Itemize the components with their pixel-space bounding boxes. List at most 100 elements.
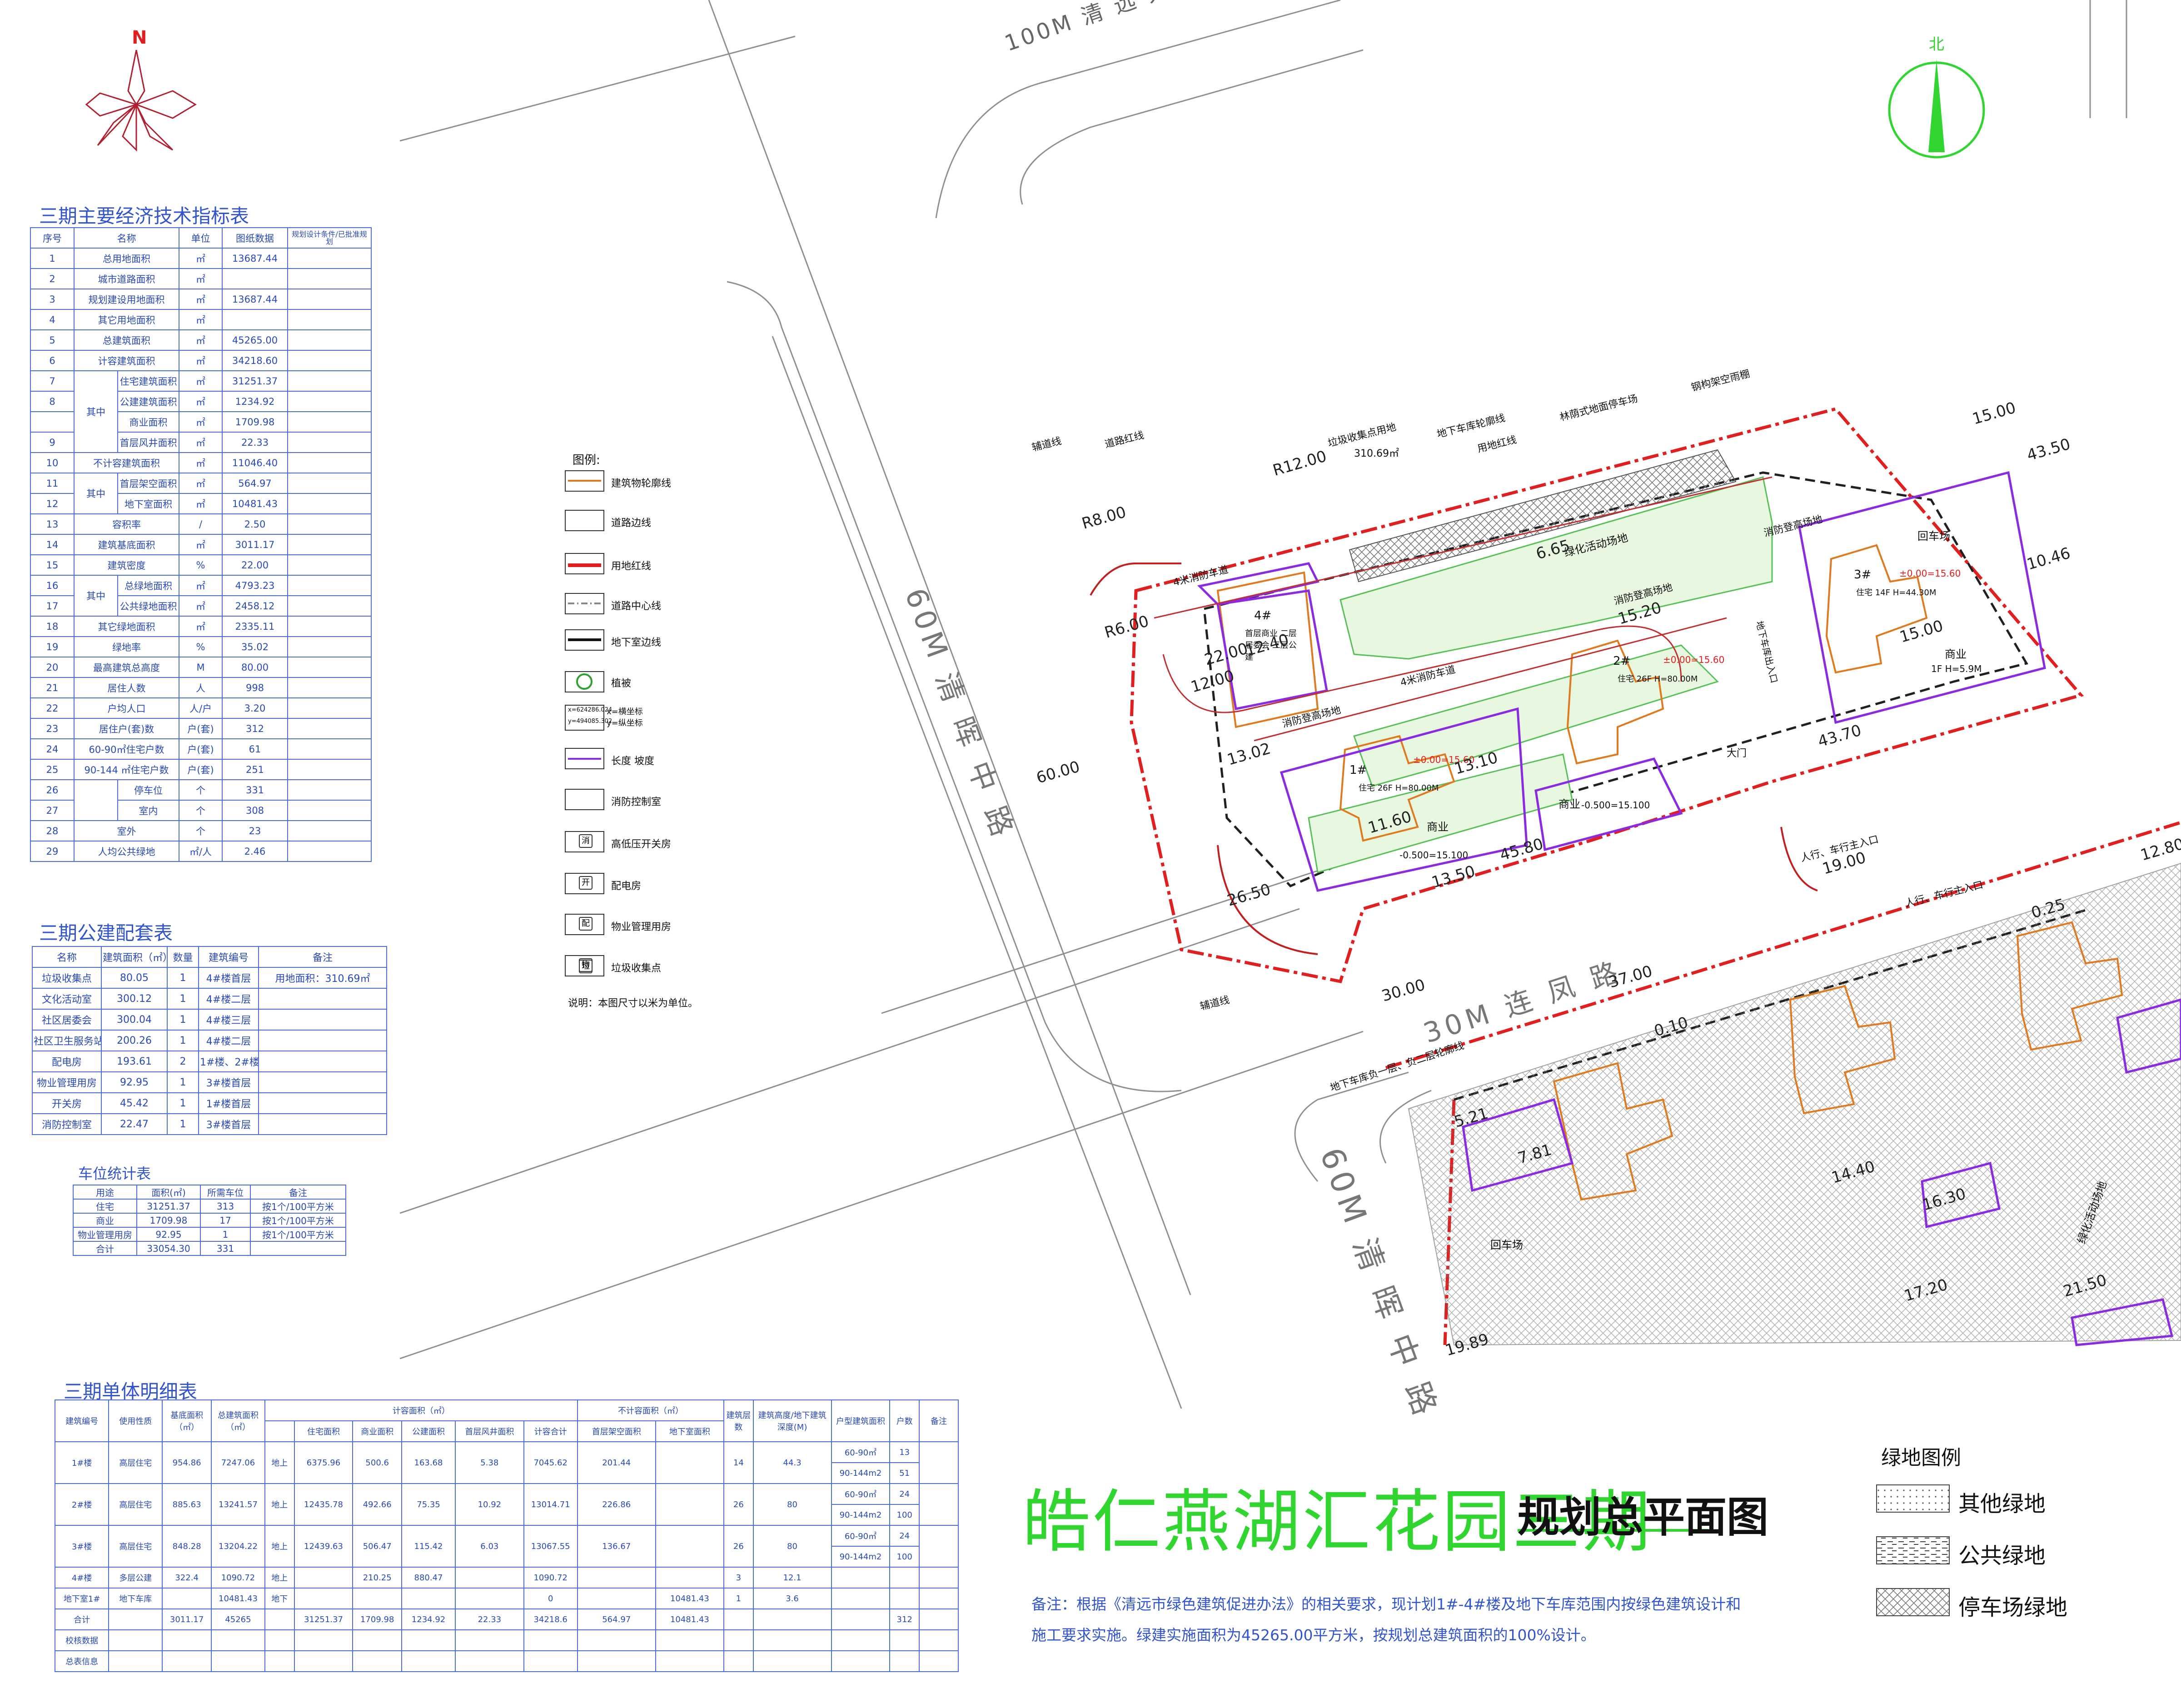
t1-cell-unit: ㎡ — [179, 534, 223, 555]
t1-cell-name: 总建筑面积 — [74, 329, 179, 351]
t3-cell: 12.1 — [752, 1567, 832, 1588]
t3-header-row: 住宅面积商业面积公建面积首层风井面积计容合计首层架空面积地下室面积 — [55, 1420, 958, 1442]
building-3-info: 住宅 14F H=44.30M — [1856, 588, 1937, 598]
t1-cell-unit: ㎡/人 — [179, 841, 223, 862]
t1-cell-num: 26 — [30, 779, 75, 801]
t1-cell-value: 3011.17 — [222, 534, 288, 555]
t2-cell: 300.12 — [101, 988, 168, 1010]
t1-cell-name: 商业面积 — [117, 411, 179, 433]
t1-cell-name: 最高建筑总高度 — [74, 657, 179, 678]
t3-cell — [210, 1650, 266, 1672]
legend-icon-3: 配 — [579, 917, 593, 931]
t2-cell: 物业管理用房 — [32, 1071, 102, 1093]
t3-cell: 24 — [889, 1483, 920, 1505]
t3-cell — [831, 1650, 891, 1672]
t3-header-cell: 户数 — [889, 1399, 920, 1442]
t3-header-cell: 建筑层数 — [723, 1399, 754, 1442]
t1-cell-num: 19 — [30, 636, 75, 657]
commercial-outlines — [1197, 471, 2181, 1346]
t1-cell-unit: 人/户 — [179, 697, 223, 719]
t1-cell-num: 5 — [30, 329, 75, 351]
t3-cell — [455, 1650, 524, 1672]
t2-cell: 社区居委会 — [32, 1009, 102, 1031]
t1-cell-approved — [287, 800, 372, 821]
t1-cell-approved — [287, 248, 372, 269]
t1-cell-name: 公共绿地面积 — [117, 595, 179, 617]
t3-cell: 506.47 — [352, 1525, 402, 1568]
t1-cell-value: 1709.98 — [222, 411, 288, 433]
t1-cell-name: 住宅建筑面积 — [117, 370, 179, 392]
t2-cell: 消防控制室 — [32, 1113, 102, 1135]
t3-header-cell: 首层风井面积 — [455, 1420, 524, 1442]
t1-cell-value: 34218.60 — [222, 350, 288, 371]
t3-cell — [523, 1629, 578, 1651]
t1-cell-unit: ㎡ — [179, 575, 223, 596]
t1-header-row: 序号名称单位图纸数据规划设计条件/已批准规划 — [30, 227, 372, 249]
t4-cell: 17 — [200, 1213, 251, 1228]
t3-header-cell: 户型建筑面积 — [831, 1399, 891, 1442]
north-label: N — [132, 27, 147, 48]
t3-cell: 10.92 — [455, 1483, 524, 1526]
t4-title: 车位统计表 — [78, 1165, 151, 1182]
t4-cell: 按1个/100平方米 — [250, 1199, 346, 1214]
green-legend-swatches — [1876, 1484, 1950, 1616]
t1-cell-approved — [287, 268, 372, 289]
t4-cell — [250, 1241, 346, 1256]
t1-cell-value: 331 — [222, 779, 288, 801]
t3-cell: 总表信息 — [54, 1650, 110, 1672]
t1-cell-unit: M — [179, 657, 223, 678]
t3-cell — [455, 1588, 524, 1609]
t1-cell-unit: 人 — [179, 677, 223, 698]
t1-cell-value: 11046.40 — [222, 452, 288, 473]
t1-cell-name: 其它用地面积 — [74, 309, 179, 330]
legend-item-label: 长度 坡度 — [611, 756, 654, 767]
t2-header-cell: 备注 — [258, 946, 387, 968]
legend-item-label: 配电房 — [611, 881, 642, 892]
legend-item-label: 建筑物轮廓线 — [611, 478, 672, 489]
t3-cell: 80 — [752, 1525, 832, 1568]
t3-cell — [655, 1650, 725, 1672]
t1-cell-approved — [287, 350, 372, 371]
t1-cell-value: 13687.44 — [222, 289, 288, 310]
t2-cell — [258, 1092, 387, 1114]
building-3-label: 3# — [1854, 568, 1872, 582]
t3-cell: 1090.72 — [523, 1567, 578, 1588]
t1-title: 三期主要经济技术指标表 — [39, 205, 249, 227]
gate-label: 大门 — [1727, 748, 1747, 759]
t1-cell-num: 22 — [30, 697, 75, 719]
t3-cell: 51 — [889, 1462, 920, 1484]
t3-cell: 合计 — [54, 1608, 110, 1630]
t3-cell — [401, 1588, 456, 1609]
t1-cell-unit: ㎡ — [179, 248, 223, 269]
t3-cell: 163.68 — [401, 1441, 456, 1484]
building-2-label: 2# — [1613, 654, 1631, 668]
t2-cell: 4#楼首层 — [198, 967, 259, 989]
t1-cell-value: 312 — [222, 718, 288, 739]
t1-cell-unit: % — [179, 554, 223, 576]
shop-label-2: 商业 — [1559, 798, 1580, 811]
t3-header-cell: 备注 — [918, 1399, 959, 1442]
t1-cell-approved — [287, 841, 372, 862]
t3-cell — [889, 1629, 920, 1651]
building-1-label: 1# — [1349, 763, 1367, 777]
t3-header-cell: 地下室面积 — [655, 1420, 725, 1442]
t3-cell: 90-144m2 — [831, 1504, 891, 1526]
road-red-outline — [1090, 563, 1818, 955]
t3-cell: 26 — [723, 1525, 754, 1568]
t3-cell — [831, 1608, 891, 1630]
t3-cell — [723, 1608, 754, 1630]
t3-cell — [108, 1650, 163, 1672]
t3-cell — [108, 1608, 163, 1630]
legend-title: 图例: — [573, 453, 600, 467]
parking-label: 回车场 — [1490, 1239, 1523, 1251]
t1-cell-num: 1 — [30, 248, 75, 269]
legend-item-label: 消防控制室 — [611, 797, 662, 808]
